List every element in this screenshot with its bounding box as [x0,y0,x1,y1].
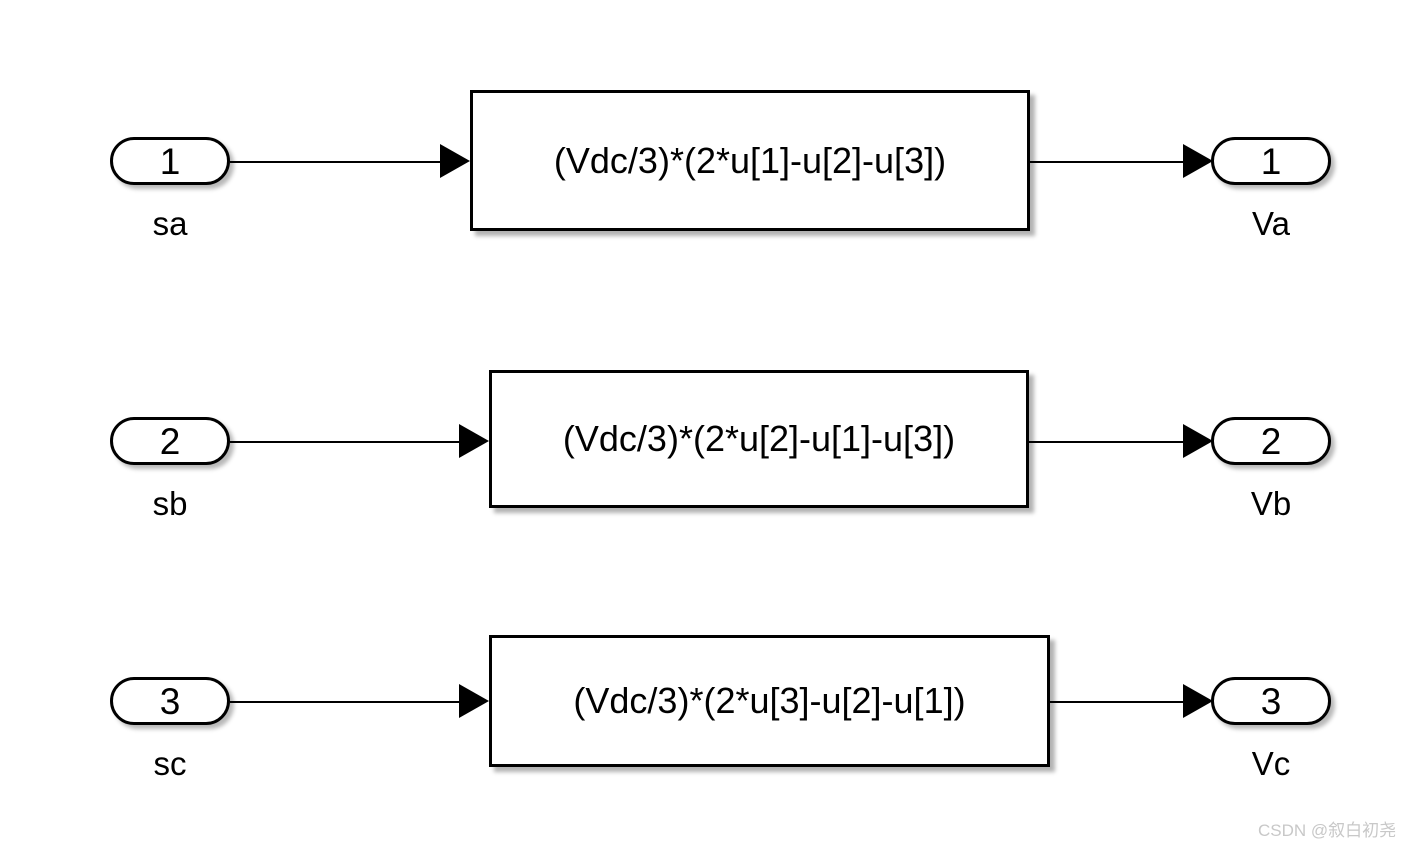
signal-line-sc-to-fcn3 [230,701,459,703]
arrowhead-vc-input [1183,684,1213,718]
output-port-va[interactable]: 1 [1211,137,1331,185]
arrowhead-vb-input [1183,424,1213,458]
input-port-sc-number: 3 [159,680,181,722]
arrowhead-fcn3-input [459,684,489,718]
fcn-block-va[interactable]: (Vdc/3)*(2*u[1]-u[2]-u[3]) [470,90,1030,231]
input-port-sa[interactable]: 1 [110,137,230,185]
signal-line-fcn1-to-va [1030,161,1185,163]
output-port-vb[interactable]: 2 [1211,417,1331,465]
input-port-sb[interactable]: 2 [110,417,230,465]
signal-line-fcn2-to-vb [1029,441,1185,443]
output-port-va-number: 1 [1260,140,1282,182]
output-port-vc-label: Vc [1251,745,1291,782]
fcn-block-vc-expression: (Vdc/3)*(2*u[3]-u[2]-u[1]) [573,680,966,721]
input-port-sb-number: 2 [159,420,181,462]
fcn-block-vb-expression: (Vdc/3)*(2*u[2]-u[1]-u[3]) [562,418,956,459]
fcn-block-vb[interactable]: (Vdc/3)*(2*u[2]-u[1]-u[3]) [489,370,1029,508]
output-port-vb-label: Vb [1250,485,1292,522]
output-port-vc-number: 3 [1260,680,1282,722]
fcn-block-va-expression: (Vdc/3)*(2*u[1]-u[2]-u[3]) [553,139,947,181]
arrowhead-va-input [1183,144,1213,178]
arrowhead-fcn1-input [440,144,470,178]
signal-line-sb-to-fcn2 [230,441,459,443]
arrowhead-fcn2-input [459,424,489,458]
input-port-sc-label: sc [153,745,187,782]
output-port-va-label: Va [1252,205,1290,242]
output-port-vc[interactable]: 3 [1211,677,1331,725]
input-port-sb-label: sb [152,485,188,522]
input-port-sa-number: 1 [159,140,181,182]
input-port-sc[interactable]: 3 [110,677,230,725]
watermark: CSDN @叙白初尧 [1258,821,1397,840]
signal-line-sa-to-fcn1 [230,161,442,163]
output-port-vb-number: 2 [1260,420,1282,462]
input-port-sa-label: sa [152,205,188,242]
fcn-block-vc[interactable]: (Vdc/3)*(2*u[3]-u[2]-u[1]) [489,635,1050,767]
signal-line-fcn3-to-vc [1050,701,1185,703]
